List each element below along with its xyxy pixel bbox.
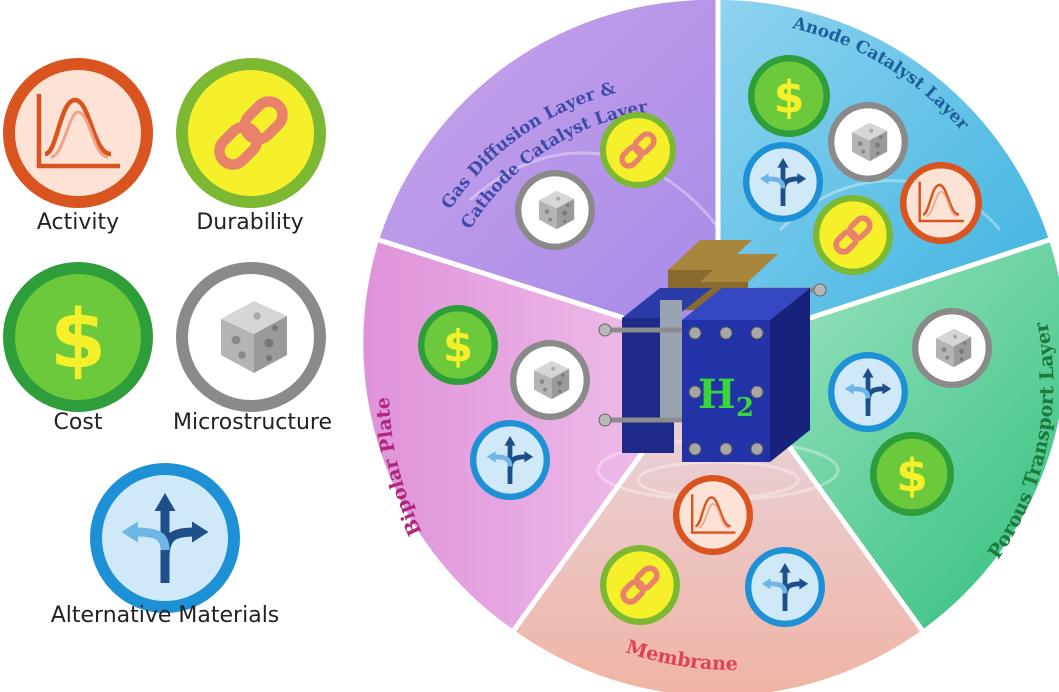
anode-alternative-icon	[746, 145, 820, 219]
alternative-materials-icon	[90, 463, 240, 613]
legend-alternative	[90, 463, 240, 613]
legend-cost	[3, 262, 153, 412]
gdl-microstructure-icon	[518, 173, 592, 247]
legend-activity	[3, 58, 153, 208]
bipolar-cost-icon	[421, 308, 495, 382]
membrane-durability-icon	[603, 548, 677, 622]
cost-icon	[3, 262, 153, 412]
anode-durability-icon	[816, 198, 890, 272]
legend-durability	[176, 58, 326, 208]
electrolyzer-cell-stack: H2	[598, 240, 827, 462]
anode-activity-icon	[903, 165, 978, 240]
bipolar-microstructure-icon	[513, 343, 587, 417]
microstructure-icon	[176, 262, 326, 412]
activity-icon	[3, 58, 153, 208]
legend-cost-label: Cost	[53, 410, 103, 435]
membrane-alternative-icon	[748, 550, 822, 624]
legend-alternative-label: Alternative Materials	[50, 603, 280, 628]
bipolar-alternative-icon	[473, 423, 547, 497]
anode-microstructure-icon	[831, 105, 905, 179]
ptl-microstructure-icon	[915, 311, 989, 385]
ptl-alternative-icon	[831, 355, 905, 429]
legend-microstructure	[176, 262, 326, 412]
legend-microstructure-label: Microstructure	[172, 410, 333, 435]
ptl-cost-icon	[873, 435, 950, 512]
legend-durability-label: Durability	[196, 210, 304, 235]
durability-icon	[176, 58, 326, 208]
center-h2-subscript: 2	[736, 393, 754, 423]
membrane-activity-icon	[676, 478, 750, 552]
gdl-durability-icon	[603, 115, 673, 185]
anode-cost-icon	[751, 58, 826, 133]
legend-activity-label: Activity	[36, 210, 120, 235]
